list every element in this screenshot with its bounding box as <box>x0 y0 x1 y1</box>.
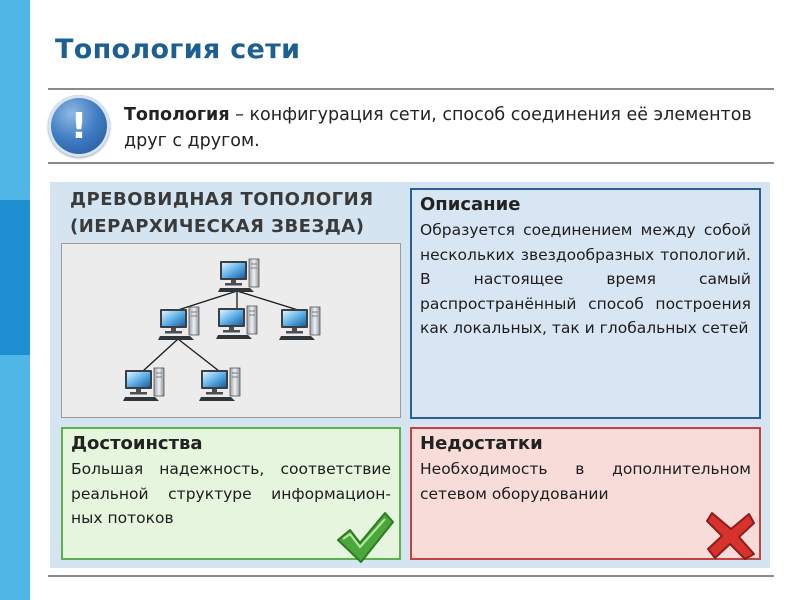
definition-text: Топология – конфигурация сети, способ со… <box>124 102 769 154</box>
definition-rest: – конфигурация сети, способ соединения е… <box>124 105 752 151</box>
description-text: Образуется соединением между собой неско… <box>420 221 751 337</box>
exclamation-symbol: ! <box>70 105 88 147</box>
advantages-text: Большая надежность, соответствие реально… <box>71 460 391 527</box>
tree-topology-heading: ДРЕВОВИДНАЯ ТОПОЛОГИЯ (ИЕРАРХИЧЕСКАЯ ЗВЕ… <box>70 186 410 240</box>
title-divider <box>48 88 774 90</box>
definition-term: Топология <box>124 105 230 125</box>
tree-heading-line1: ДРЕВОВИДНАЯ ТОПОЛОГИЯ <box>70 189 374 210</box>
bottom-divider <box>48 575 774 577</box>
tree-heading-line2: (ИЕРАРХИЧЕСКАЯ ЗВЕЗДА) <box>70 216 365 237</box>
advantages-title: Достоинства <box>71 433 203 454</box>
disadvantages-title: Недостатки <box>420 433 543 454</box>
description-title: Описание <box>420 194 521 215</box>
computer-icon <box>198 367 241 402</box>
network-links <box>142 290 299 372</box>
computer-icon <box>215 305 258 340</box>
tree-diagram-svg <box>122 258 321 402</box>
computer-icon <box>278 306 321 341</box>
definition-divider <box>48 162 774 164</box>
tree-diagram <box>61 243 401 418</box>
computer-icon <box>157 306 200 341</box>
exclamation-icon: ! <box>48 95 110 157</box>
disadvantages-text: Необходимость в дополнительном сетевом о… <box>420 460 751 503</box>
disadvantages-box: Недостатки Необходимость в дополнительно… <box>410 427 761 560</box>
description-box: Описание Образуется соединением между со… <box>410 188 761 419</box>
advantages-box: Достоинства Большая надежность, соответс… <box>61 427 401 560</box>
left-accent-bar-highlight <box>0 200 30 355</box>
cross-icon <box>706 512 755 560</box>
slide-title: Топология сети <box>55 34 301 65</box>
check-icon <box>337 512 394 563</box>
computer-icon <box>217 258 260 293</box>
computer-icon <box>122 367 165 402</box>
